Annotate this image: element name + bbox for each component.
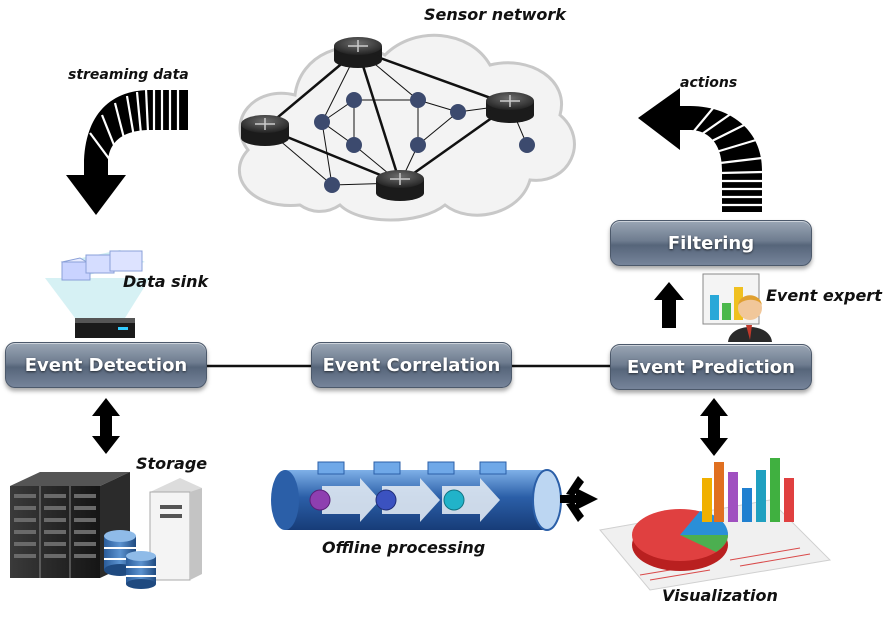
filtering-box: Filtering: [610, 220, 812, 266]
event-correlation-box: Event Correlation: [311, 342, 512, 388]
cloud-icon: [237, 33, 576, 222]
offline-processing-label: Offline processing: [322, 538, 486, 557]
visualization-label: Visualization: [662, 586, 778, 605]
double-arrow-left: [92, 398, 120, 454]
server-rack-icon: [10, 472, 202, 581]
actions-label: actions: [680, 75, 738, 91]
actions-arrow-icon: [638, 88, 765, 212]
double-arrow-right: [700, 398, 728, 456]
streaming-arrow-icon: [66, 88, 188, 215]
expert-icon: [702, 273, 772, 342]
pipeline-icon: [271, 461, 598, 531]
database-icon: [104, 530, 156, 589]
up-arrow: [654, 282, 684, 328]
router-icon: [241, 37, 534, 201]
event-detection-box: Event Detection: [5, 342, 207, 388]
event-prediction-box: Event Prediction: [610, 344, 812, 390]
event-expert-label: Event expert: [766, 286, 882, 305]
streaming-data-label: streaming data: [68, 67, 189, 83]
data-sink-icon: [45, 250, 150, 338]
storage-label: Storage: [136, 454, 208, 473]
sensor-network-label: Sensor network: [424, 5, 566, 24]
data-sink-label: Data sink: [123, 272, 209, 291]
network-nodes: [314, 92, 535, 193]
charts-icon: [599, 458, 832, 591]
